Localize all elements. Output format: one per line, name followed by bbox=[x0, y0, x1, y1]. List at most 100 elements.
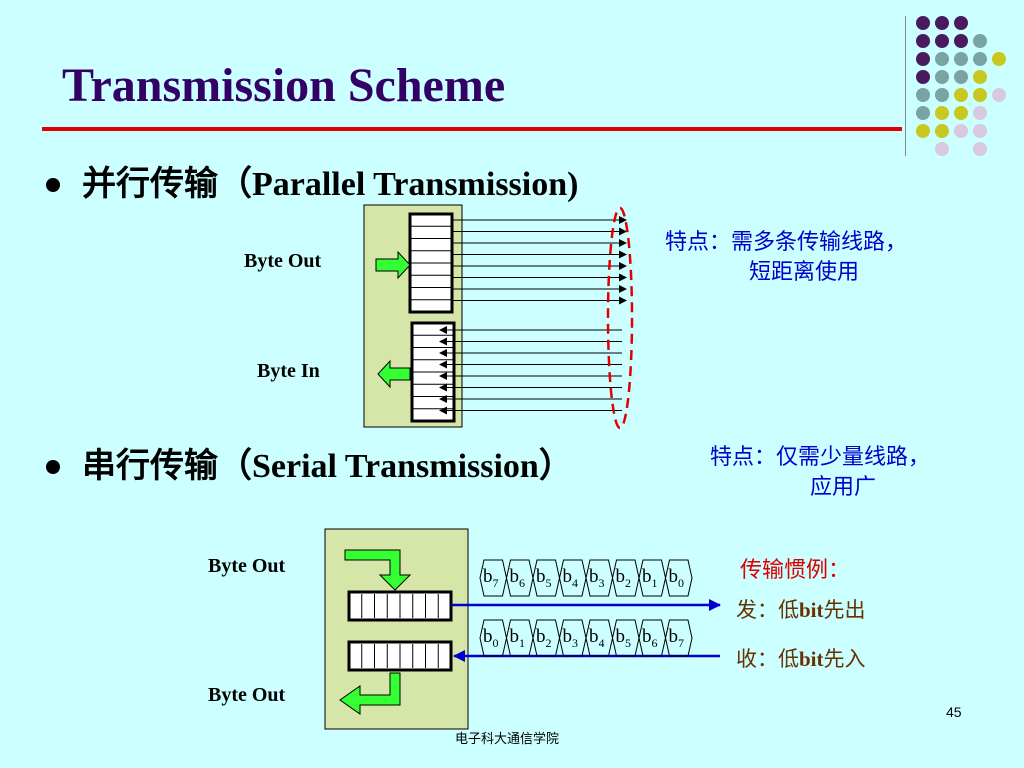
parallel-heading-en: （Parallel Transmission) bbox=[218, 166, 579, 203]
bit-frame bbox=[664, 559, 693, 597]
decor-dot bbox=[916, 16, 930, 30]
title-underline bbox=[42, 127, 902, 131]
decor-dot bbox=[935, 70, 949, 84]
parallel-note-line1: 特点：需多条传输线路， bbox=[665, 230, 908, 255]
bit-frame bbox=[638, 559, 667, 597]
bit-label: b7 bbox=[483, 566, 499, 590]
recv-convention: 收：低bit先入 bbox=[736, 643, 866, 673]
serial-note-line2: 应用广 bbox=[810, 475, 877, 500]
decor-dot bbox=[916, 52, 930, 66]
decor-dot bbox=[954, 52, 968, 66]
bit-label: b3 bbox=[589, 566, 605, 590]
decor-dot bbox=[935, 16, 949, 30]
decor-dot bbox=[973, 106, 987, 120]
serial-byte-out-bottom-arrow bbox=[339, 672, 401, 715]
bit-frame bbox=[585, 619, 614, 657]
bit-frame bbox=[505, 619, 534, 657]
decor-dot bbox=[992, 88, 1006, 102]
bit-label: b2 bbox=[536, 626, 552, 650]
bit-label: b1 bbox=[642, 566, 658, 590]
recv-bit: bit bbox=[799, 647, 824, 671]
bit-frame bbox=[532, 559, 561, 597]
serial-send-bit-frames bbox=[479, 559, 693, 597]
decor-dot bbox=[954, 106, 968, 120]
decor-dot bbox=[973, 52, 987, 66]
bit-label: b4 bbox=[589, 626, 605, 650]
decor-dot bbox=[935, 142, 949, 156]
page-number: 45 bbox=[946, 704, 962, 720]
bit-label: b7 bbox=[668, 626, 685, 650]
decor-dot bbox=[916, 124, 930, 138]
bit-label: b4 bbox=[562, 566, 579, 590]
bit-label: b3 bbox=[562, 626, 579, 650]
decor-dot bbox=[935, 124, 949, 138]
bullet bbox=[46, 178, 60, 192]
decor-dot bbox=[935, 34, 949, 48]
send-suffix: 先出 bbox=[823, 598, 866, 622]
decor-dot bbox=[973, 70, 987, 84]
bit-label: b5 bbox=[536, 566, 552, 590]
bit-frame bbox=[558, 559, 587, 597]
bit-label: b5 bbox=[615, 626, 632, 650]
decor-dot bbox=[916, 106, 930, 120]
serial-note-line1: 特点：仅需少量线路， bbox=[710, 445, 931, 470]
decor-dot bbox=[954, 34, 968, 48]
decor-dot bbox=[954, 88, 968, 102]
parallel-note-line2: 短距离使用 bbox=[749, 260, 860, 285]
page-title: Transmission Scheme bbox=[62, 59, 506, 112]
send-prefix: 发：低 bbox=[736, 598, 799, 622]
parallel-heading: 并行传输（Parallel Transmission) bbox=[82, 164, 578, 205]
decor-dot bbox=[916, 34, 930, 48]
serial-heading-cn: 串行传输 bbox=[82, 446, 218, 486]
decor-dot bbox=[935, 106, 949, 120]
serial-byte-out-top-label: Byte Out bbox=[208, 555, 286, 577]
parallel-byte-in-label: Byte In bbox=[257, 360, 320, 382]
serial-heading: 串行传输（Serial Transmission） bbox=[82, 446, 573, 487]
decor-dot bbox=[954, 16, 968, 30]
decor-dot bbox=[935, 52, 949, 66]
bit-label: b6 bbox=[642, 626, 658, 650]
decor-dot bbox=[973, 124, 987, 138]
serial-byte-out-bottom-label: Byte Out bbox=[208, 684, 286, 706]
send-bit-sequence: b7 b6 b5 b4 b3 b2 b1 b0 bbox=[480, 560, 690, 596]
byte-in-green-arrow bbox=[377, 359, 411, 389]
bit-frame bbox=[585, 559, 614, 597]
decor-vertical-line bbox=[905, 16, 906, 156]
bit-label: b0 bbox=[668, 566, 685, 590]
parallel-heading-cn: 并行传输 bbox=[82, 164, 218, 204]
bit-frame bbox=[479, 619, 508, 657]
send-bit: bit bbox=[799, 598, 824, 622]
serial-recv-bit-frames bbox=[479, 619, 693, 657]
bit-frame bbox=[505, 559, 534, 597]
serial-byte-out-top-arrow bbox=[344, 549, 412, 591]
decor-dot bbox=[954, 124, 968, 138]
bit-frame bbox=[638, 619, 667, 657]
decor-dot bbox=[973, 142, 987, 156]
footer-text: 电子科大通信学院 bbox=[455, 732, 560, 747]
decor-dot-grid bbox=[916, 16, 1016, 156]
bit-frame bbox=[611, 559, 640, 597]
bit-label: b2 bbox=[615, 566, 632, 590]
bit-frame bbox=[532, 619, 561, 657]
decor-dot bbox=[916, 88, 930, 102]
bit-label: b1 bbox=[509, 626, 526, 650]
parallel-byte-out-label: Byte Out bbox=[244, 250, 322, 272]
decor-dot bbox=[954, 70, 968, 84]
bullet bbox=[46, 460, 60, 474]
bit-frame bbox=[611, 619, 640, 657]
parallel-lines-highlight bbox=[606, 206, 634, 430]
decor-dot bbox=[935, 88, 949, 102]
decor-dot bbox=[973, 88, 987, 102]
byte-out-green-arrow bbox=[375, 250, 411, 280]
recv-prefix: 收：低 bbox=[736, 647, 799, 671]
bit-label: b6 bbox=[509, 566, 526, 590]
decor-dot bbox=[992, 52, 1006, 66]
send-convention: 发：低bit先出 bbox=[736, 594, 866, 624]
bit-frame bbox=[558, 619, 587, 657]
decor-dot bbox=[973, 34, 987, 48]
bit-frame bbox=[664, 619, 693, 657]
recv-suffix: 先入 bbox=[823, 647, 866, 671]
bit-frame bbox=[479, 559, 508, 597]
